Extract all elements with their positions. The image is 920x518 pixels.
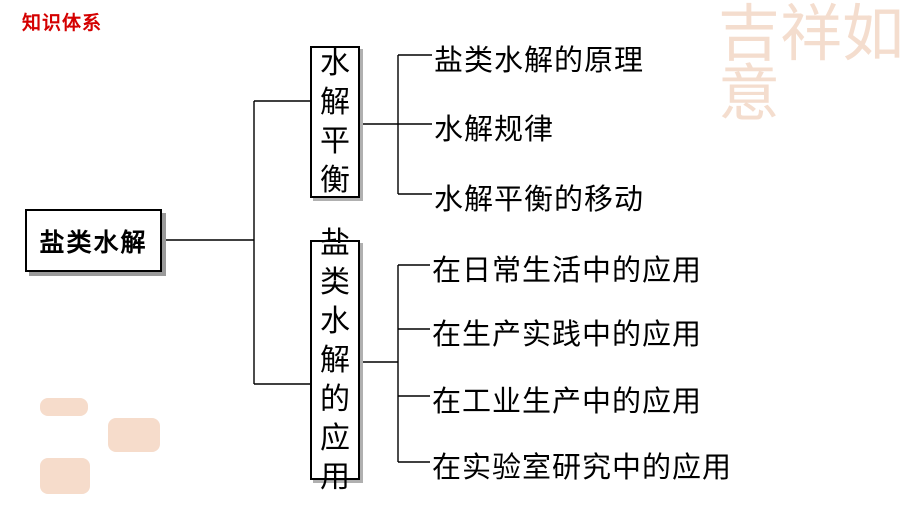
branch-node-hydrolysis-equilibrium: 水 解 平 衡 <box>310 46 360 198</box>
branch-char: 解 <box>320 85 350 120</box>
branch-char: 盐 <box>320 225 350 261</box>
leaf-daily-life: 在日常生活中的应用 <box>432 253 703 287</box>
page-title: 知识体系 <box>22 12 103 34</box>
leaf-industrial-production: 在工业生产中的应用 <box>432 384 703 418</box>
root-node: 盐类水解 <box>25 209 162 272</box>
leaf-equilibrium-shift: 水解平衡的移动 <box>434 182 645 216</box>
stamp-decoration <box>108 418 160 452</box>
branch-char: 的 <box>320 381 350 417</box>
branch-char: 应 <box>320 420 350 456</box>
stamp-decoration <box>40 458 90 494</box>
branch-char: 水 <box>320 303 350 339</box>
stamp-decoration <box>40 398 88 416</box>
branch-char: 水 <box>320 46 350 81</box>
branch-char: 类 <box>320 264 350 300</box>
leaf-rules: 水解规律 <box>434 112 555 146</box>
leaf-laboratory-research: 在实验室研究中的应用 <box>432 450 733 484</box>
branch-char: 用 <box>320 459 350 495</box>
branch-char: 衡 <box>320 163 350 198</box>
leaf-production-practice: 在生产实践中的应用 <box>432 317 703 351</box>
calligraphy-decoration: 吉祥如意 <box>718 0 905 130</box>
branch-node-applications: 盐 类 水 解 的 应 用 <box>310 226 360 495</box>
branch-char: 解 <box>320 342 350 378</box>
leaf-principle: 盐类水解的原理 <box>434 43 645 77</box>
branch-char: 平 <box>320 124 350 159</box>
